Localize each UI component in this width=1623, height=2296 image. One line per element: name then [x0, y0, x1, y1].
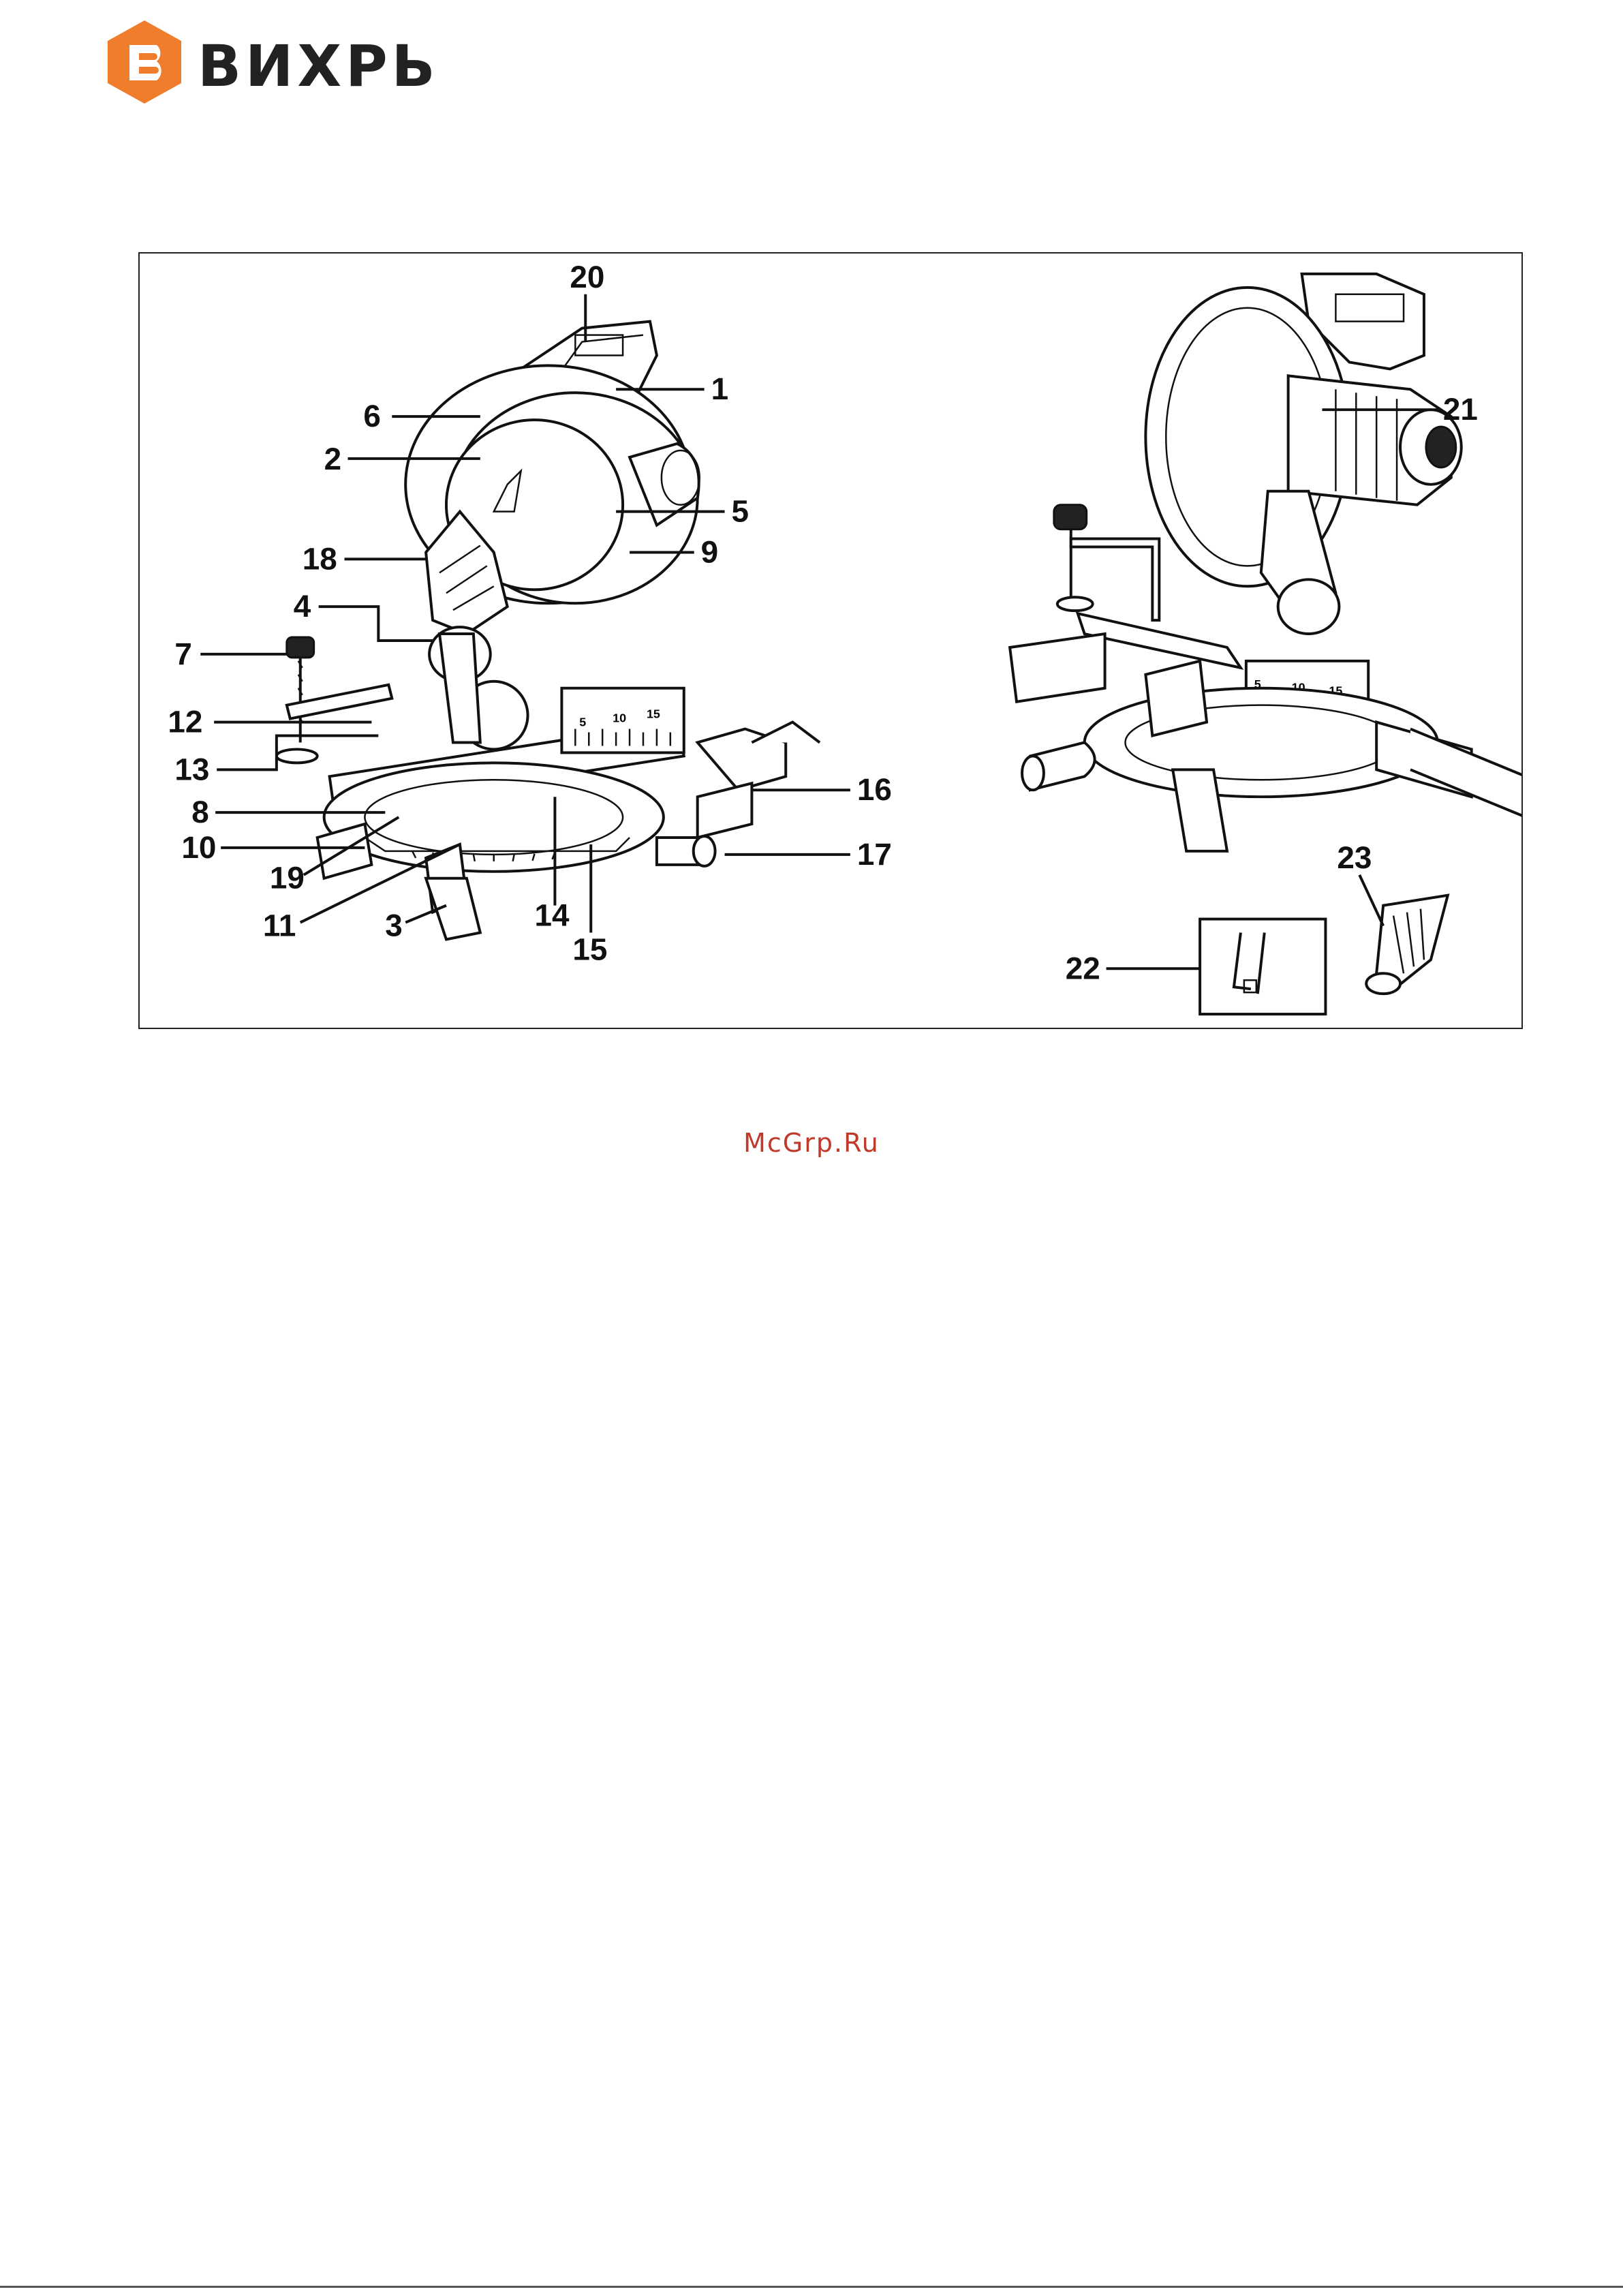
callout-16: 16 [857, 772, 892, 807]
callout-5: 5 [732, 494, 749, 529]
callout-17: 17 [857, 837, 892, 872]
callout-10: 10 [181, 830, 216, 865]
saw-rear-view: 5 10 15 [1010, 274, 1521, 851]
dust-adapter-accessory [1366, 896, 1448, 994]
watermark: McGrp.Ru [0, 1128, 1623, 1158]
callout-3: 3 [385, 908, 403, 943]
hex-keys-accessory [1200, 919, 1325, 1015]
callout-18: 18 [303, 541, 337, 576]
callout-4: 4 [294, 589, 311, 624]
callout-6: 6 [363, 399, 381, 433]
callout-1: 1 [711, 371, 729, 406]
callout-21: 21 [1443, 392, 1478, 427]
callout-23: 23 [1337, 840, 1372, 875]
callout-14: 14 [535, 898, 570, 933]
callout-9: 9 [701, 534, 719, 569]
callout-13: 13 [174, 752, 209, 786]
scale-mark-5: 5 [579, 716, 586, 729]
callout-7: 7 [174, 637, 192, 671]
brand-name: ВИХРЬ [198, 33, 439, 100]
callout-22: 22 [1066, 951, 1100, 985]
callout-11: 11 [263, 908, 296, 943]
scale-mark-15: 15 [647, 707, 660, 721]
callout-8: 8 [191, 795, 209, 829]
page-bottom-rule [0, 2286, 1623, 2288]
callout-19: 19 [270, 861, 305, 896]
scale-mark-10: 10 [613, 711, 626, 725]
callout-12: 12 [168, 705, 202, 739]
callout-20: 20 [570, 260, 604, 294]
callout-2: 2 [324, 442, 341, 476]
parts-diagram-frame: 5 10 15 [138, 252, 1523, 1029]
brand-logo: ВИХРЬ [102, 18, 457, 106]
callout-15: 15 [572, 932, 607, 966]
